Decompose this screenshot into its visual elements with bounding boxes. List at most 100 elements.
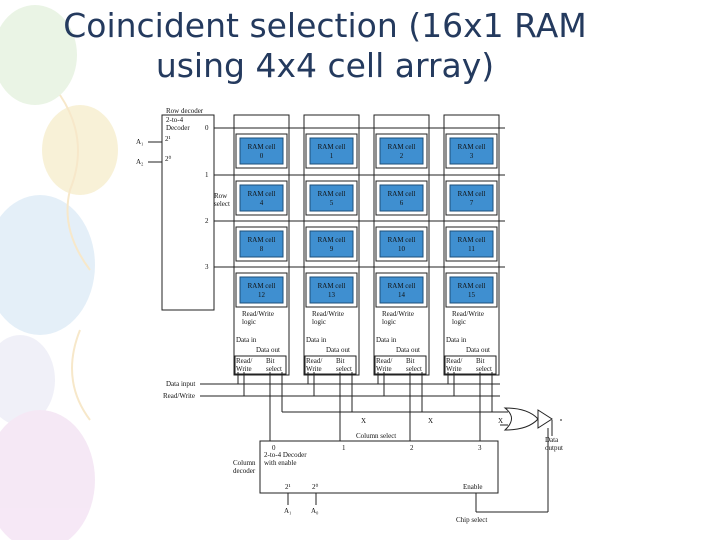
row-decoder-box — [161, 114, 215, 311]
read-write-label-2: Write — [446, 365, 462, 373]
ram-cell-number: 2 — [400, 152, 404, 160]
balloon-shape — [42, 105, 118, 195]
balloon-string — [71, 329, 91, 421]
column-decoder-box-2: with enable — [264, 459, 296, 467]
wiring — [148, 114, 562, 513]
column-decoder-box-1: 2-to-4 Decoder — [264, 451, 307, 459]
ram-cell-number: 14 — [398, 291, 406, 299]
ram-cell-label: RAM cell — [248, 143, 276, 151]
ram-cell-fill — [309, 230, 354, 258]
column-decoder-input-2-0: 2⁰ — [312, 483, 319, 491]
bit-select-label-1: Bit — [266, 357, 275, 365]
read-write-label-2: Write — [376, 365, 392, 373]
data-out-label: Data out — [466, 346, 490, 354]
bit-select-label-2: select — [266, 365, 282, 373]
ram-cell-number: 12 — [258, 291, 266, 299]
ram-cell-number: 5 — [330, 199, 334, 207]
rw-logic-line-2: logic — [452, 318, 466, 326]
ram-cell-number: 9 — [330, 245, 334, 253]
row-select-label-2: select — [214, 200, 230, 208]
balloon-shape — [0, 410, 95, 540]
ram-cell-number: 10 — [398, 245, 406, 253]
data-output-label-1: Data — [545, 436, 559, 444]
ram-cell-number: 7 — [470, 199, 474, 207]
title-line-2: using 4x4 cell array) — [155, 46, 495, 85]
x-mark-1: X — [361, 417, 366, 425]
ram-cell-label: RAM cell — [458, 236, 486, 244]
rw-logic-line-2: logic — [312, 318, 326, 326]
column-decoder-input-2-1: 2¹ — [285, 483, 291, 491]
ram-cell-number: 15 — [468, 291, 476, 299]
balloon-shape — [0, 335, 55, 425]
ram-cell-fill — [449, 184, 494, 212]
ram-cell-fill — [449, 137, 494, 165]
row-decoder-box-line-2: Decoder — [166, 124, 190, 132]
ram-cell-label: RAM cell — [458, 143, 486, 151]
ram-cell-fill — [239, 230, 284, 258]
ram-cell-fill — [239, 137, 284, 165]
balloon-string — [59, 94, 91, 271]
chip-select-label: Chip select — [456, 516, 487, 524]
ram-cell-label: RAM cell — [458, 282, 486, 290]
ram-cell-number: 4 — [260, 199, 264, 207]
ram-cell-number: 0 — [260, 152, 264, 160]
read-write-label-2: Write — [236, 365, 252, 373]
row-output-2: 2 — [205, 217, 209, 225]
bit-select-label-2: select — [336, 365, 352, 373]
row-decoder-a2: A₂ — [136, 158, 144, 166]
ram-cell-number: 6 — [400, 199, 404, 207]
ram-cell-fill — [449, 230, 494, 258]
column-logic-frame — [374, 355, 427, 375]
title-line-1: Coincident selection (16x1 RAM — [63, 6, 587, 45]
bit-select-label-1: Bit — [406, 357, 415, 365]
column-decoder-label-1: Column — [233, 459, 256, 467]
output-buffer — [537, 409, 553, 429]
ram-cell-label: RAM cell — [458, 190, 486, 198]
row-decoder-input-2-0: 2⁰ — [165, 155, 172, 163]
read-write-label-1: Read/ — [236, 357, 252, 365]
bit-select-label-1: Bit — [476, 357, 485, 365]
bit-select-label-1: Bit — [336, 357, 345, 365]
ram-cell-label: RAM cell — [248, 236, 276, 244]
rw-logic-line-2: logic — [382, 318, 396, 326]
ram-cell-fill — [379, 184, 424, 212]
ram-cell-number: 1 — [330, 152, 334, 160]
row-select-label-1: Row — [214, 192, 228, 200]
rw-logic-line-1: Read/Write — [452, 310, 484, 318]
data-in-label: Data in — [236, 336, 257, 344]
ram-cell-label: RAM cell — [388, 190, 416, 198]
ram-cell-label: RAM cell — [388, 282, 416, 290]
or-gate — [503, 407, 539, 431]
rw-logic-line-1: Read/Write — [382, 310, 414, 318]
ram-cell-label: RAM cell — [318, 282, 346, 290]
column-decoder-enable: Enable — [463, 483, 482, 491]
column-decoder-box — [259, 440, 499, 494]
data-out-label: Data out — [396, 346, 420, 354]
data-out-label: Data out — [326, 346, 350, 354]
column-output-0: 0 — [272, 444, 276, 452]
column-output-1: 1 — [342, 444, 346, 452]
ram-cell-fill — [379, 137, 424, 165]
column-logic-frame — [304, 355, 357, 375]
column-decoder-a0: A₀ — [311, 507, 319, 515]
rw-logic-line-1: Read/Write — [242, 310, 274, 318]
x-mark-2: X — [428, 417, 433, 425]
